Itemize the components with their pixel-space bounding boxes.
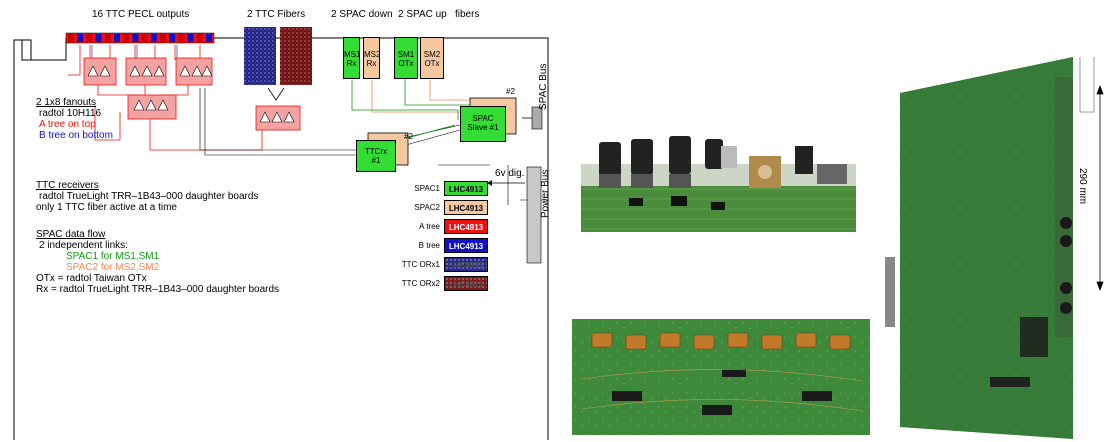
legend-label: B tree [419,240,440,251]
header-pecl: 16 TTC PECL outputs [92,9,189,20]
ms1-rx-block: MS1 Rx [343,37,360,79]
pecl-output-cell [132,34,138,42]
spac-bus-connector [532,107,542,129]
ttcrx-tag: #2 [404,131,413,142]
pecl-output-cell [197,34,203,42]
pecl-output-cell [178,34,184,42]
spac-bus-label: SPAC Bus [538,50,549,110]
photo-fanouts [572,319,870,435]
pecl-connector-strip [66,33,214,43]
header-fibers-word: fibers [455,9,479,20]
legend-label: TTC ORx2 [402,278,440,289]
legend-chip: LHC4913 [444,257,488,272]
pecl-output-cell [105,34,111,42]
pecl-output-cell [86,34,92,42]
ttc-receivers-line2: only 1 TTC fiber active at a time [36,202,255,213]
fanout-b-tree: B tree on bottom [39,130,113,141]
pecl-output-cell [151,34,157,42]
legend-label: A tree [419,221,440,232]
spac-flow-spac2: SPAC2 for MS2,SM2 [66,262,309,273]
photo-connectors [581,124,856,232]
power-bus-label: Power Bus [540,158,551,218]
pecl-connector-photo [694,335,714,349]
fanout-notes: 2 1x8 fanouts radtol 10H116 A tree on to… [36,97,110,141]
spac-flow-notes: SPAC data flow 2 independent links: SPAC… [36,229,279,295]
spac-slave-block: SPAC Slave #1 [460,106,506,142]
spac-flow-spac1: SPAC1 for MS1,SM1 [66,251,309,262]
ttc-receivers-title: TTC receivers [36,180,255,191]
pecl-output-cell [188,34,194,42]
pecl-connector-photo [762,335,782,349]
sm1-otx-block: SM1 OTx [394,37,418,79]
pecl-connector-photo [796,333,816,347]
pecl-output-cell [206,34,212,42]
pecl-output-cell [68,34,74,42]
pecl-connector-photo [830,335,850,349]
pecl-connector-photo [592,333,612,347]
header-fibers: 2 TTC Fibers [247,9,305,20]
legend-chip: LHC4913 [444,276,488,291]
pecl-output-cell [123,34,129,42]
pecl-output-cell [142,34,148,42]
ttc-receivers-notes: TTC receivers radtol TrueLight TRR–1B43–… [36,180,255,213]
legend-row: TTC ORx1 LHC4913 [378,257,488,273]
legend-chip: LHC4913 [444,200,488,215]
pecl-output-cell [160,34,166,42]
legend-row: SPAC2 LHC4913 [378,200,488,216]
legend-chip: LHC4913 [444,219,488,234]
pecl-connector-photo [660,333,680,347]
pecl-output-cell [169,34,175,42]
header-spac-down: 2 SPAC down [331,9,393,20]
pecl-connector-photo [626,335,646,349]
ttc-receivers-line1: radtol TrueLight TRR–1B43–000 daughter b… [39,191,258,202]
pecl-output-cell [77,34,83,42]
legend-label: TTC ORx1 [402,259,440,270]
spac-flow-otx: OTx = radtol Taiwan OTx [36,273,279,284]
dimension-arrow [1097,86,1103,290]
spac-slave-tag: #2 [506,86,515,97]
legend-row: SPAC1 LHC4913 [378,181,488,197]
fanout-a-tree: A tree on top [39,119,113,130]
fanout-title: 2 1x8 fanouts [36,97,110,108]
spac-flow-line1: 2 independent links: [39,240,282,251]
photo-board [880,57,1095,439]
legend-label: SPAC2 [414,202,440,213]
legend-row: TTC ORx2 LHC4913 [378,276,488,292]
pecl-output-cell [96,34,102,42]
pecl-connector-photo [728,333,748,347]
ms2-rx-block: MS2 Rx [363,37,380,79]
legend-row: B tree LHC4913 [378,238,488,254]
b-tree-traces [92,45,177,58]
fanout-part: radtol 10H116 [39,108,113,119]
spac-flow-title: SPAC data flow [36,229,279,240]
header-spac-up: 2 SPAC up [398,9,447,20]
six-v-label: 6v dig. [495,168,524,179]
legend-label: SPAC1 [414,183,440,194]
ttcrx-block: TTCrx #1 [356,140,396,172]
legend-row: A tree LHC4913 [378,219,488,235]
sm2-otx-block: SM2 OTx [420,37,444,79]
spac-flow-rx: Rx = radtol TrueLight TRR–1B43–000 daugh… [36,284,279,295]
legend-chip: LHC4913 [444,238,488,253]
legend-chip: LHC4913 [444,181,488,196]
power-bus-connector [527,167,541,263]
pecl-output-cell [114,34,120,42]
